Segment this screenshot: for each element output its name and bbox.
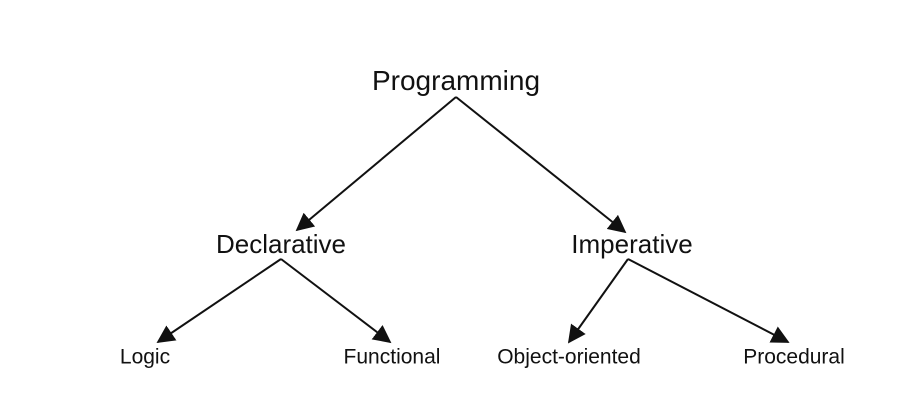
edge-imperative-object-oriented (567, 258, 629, 344)
node-declarative: Declarative (215, 229, 347, 259)
node-procedural: Procedural (743, 345, 845, 369)
edge-declarative-functional (280, 258, 392, 344)
edge-root-declarative (295, 96, 457, 232)
node-logic: Logic (119, 345, 171, 369)
edge-declarative-logic (156, 258, 282, 344)
node-functional: Functional (343, 345, 441, 369)
node-programming: Programming (371, 65, 541, 96)
node-imperative: Imperative (571, 229, 693, 259)
edge-root-imperative (455, 96, 627, 234)
node-object-oriented: Object-oriented (497, 345, 641, 369)
edge-imperative-procedural (627, 258, 790, 343)
